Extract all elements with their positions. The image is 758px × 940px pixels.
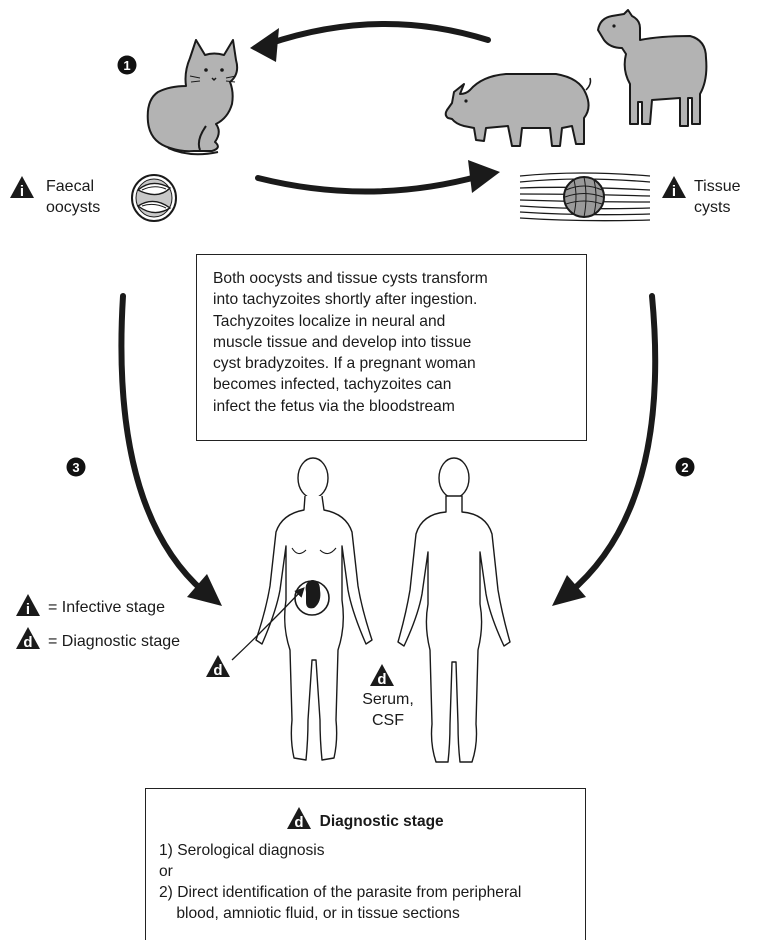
svg-text:i: i [672,183,676,200]
arrowhead-middle [468,160,500,193]
tissue-label-line-1: Tissue [694,176,741,197]
tissue-label-line-2: cysts [694,197,730,218]
step-2-marker: 2 [676,458,695,477]
diagnostic-line: 2) Direct identification of the parasite… [159,882,521,903]
sheep-icon [598,10,706,126]
info-line: becomes infected, tachyzoites can [213,374,572,395]
arrowhead-top [250,28,279,62]
diagnostic-line: or [159,861,173,882]
arrow-animals-to-cat [268,24,488,44]
info-line: Both oocysts and tissue cysts transform [213,268,572,289]
svg-text:d: d [295,814,304,829]
svg-text:i: i [26,601,30,618]
diagnostic-box-title-row: d Diagnostic stage [146,807,585,832]
info-line: into tachyzoites shortly after ingestion… [213,289,572,310]
arrow-left-to-human [121,296,204,592]
step-2-number: 2 [681,460,688,475]
infective-stage-icon: i [16,594,40,618]
step-3-number: 3 [72,460,79,475]
female-figure-icon [256,458,372,760]
diagnostic-stage-icon: d [287,807,311,829]
legend-infective: = Infective stage [48,597,165,618]
infective-stage-icon: i [662,176,686,200]
pig-icon [446,74,591,146]
serum-label-line-1: Serum, [356,689,420,710]
diagnostic-box: d Diagnostic stage 1) Serological diagno… [145,788,586,940]
diagnostic-box-title: Diagnostic stage [320,813,444,830]
info-line: Tachyzoites localize in neural and [213,311,572,332]
legend-diagnostic: = Diagnostic stage [48,631,180,652]
tissue-cyst-icon [520,173,650,221]
svg-text:d: d [377,671,386,688]
svg-text:d: d [23,634,32,651]
faecal-label-line-1: Faecal [46,176,94,197]
infective-stage-icon: i [10,176,34,200]
svg-text:i: i [20,183,24,200]
arrow-cat-to-animals [258,176,480,192]
info-line: infect the fetus via the bloodstream [213,396,572,417]
faecal-label-line-2: oocysts [46,197,100,218]
diagnostic-line: 1) Serological diagnosis [159,840,325,861]
info-line: muscle tissue and develop into tissue [213,332,572,353]
cat-icon [148,40,237,154]
svg-text:d: d [213,662,222,679]
info-box: Both oocysts and tissue cysts transform … [196,254,587,441]
info-line: cyst bradyzoites. If a pregnant woman [213,353,572,374]
diagnostic-stage-icon: d [206,655,230,679]
oocyst-icon [132,175,176,221]
diagnostic-line: blood, amniotic fluid, or in tissue sect… [159,903,460,924]
step-1-marker: 1 [118,56,137,75]
serum-label-line-2: CSF [356,710,420,731]
step-3-marker: 3 [67,458,86,477]
diagnostic-stage-icon: d [370,664,394,688]
diagnostic-stage-icon: d [16,627,40,651]
step-1-number: 1 [123,58,130,73]
